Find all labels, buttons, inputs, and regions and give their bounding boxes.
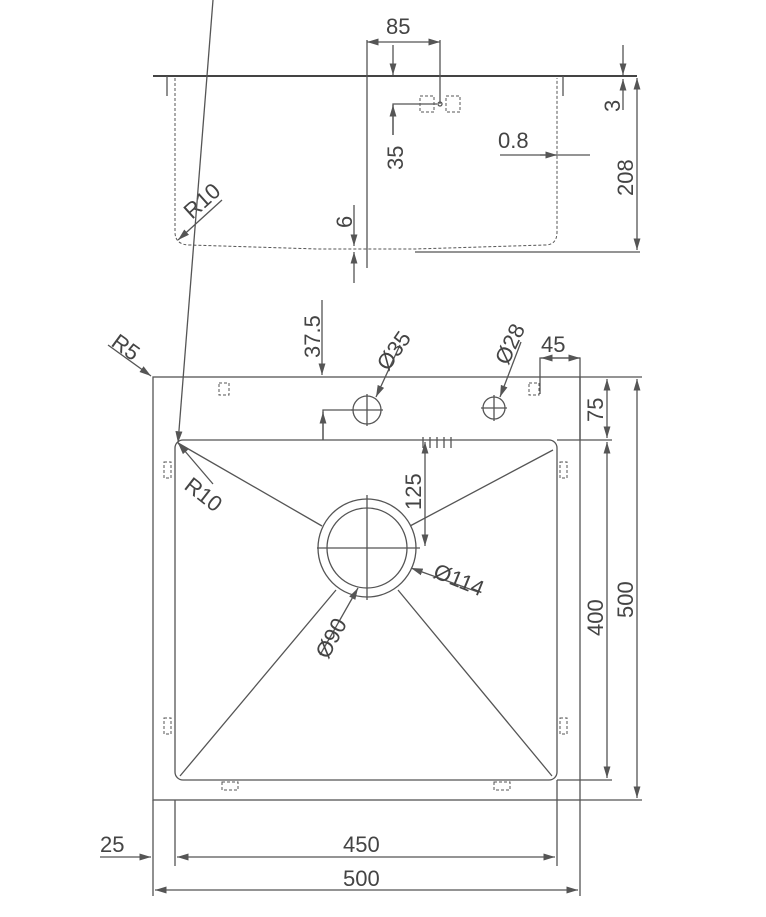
bowl-profile [174, 78, 558, 250]
dim-400: 400 [583, 599, 608, 636]
dim-6: 6 [332, 216, 357, 228]
dim-0-8: 0.8 [498, 128, 529, 153]
overflow-icon [419, 95, 461, 113]
dim-25: 25 [100, 832, 124, 857]
dim-dia-90: Ø90 [310, 614, 352, 662]
dim-r10-plan: R10 [180, 472, 227, 517]
dim-500-vertical: 500 [613, 581, 638, 618]
dim-37-5: 37.5 [300, 315, 325, 358]
dim-dia-114: Ø114 [430, 558, 488, 601]
dim-3: 3 [600, 100, 625, 112]
dim-r5: R5 [107, 329, 144, 366]
deck-outline [152, 376, 581, 801]
dim-45: 45 [541, 332, 565, 357]
dim-500-horizontal: 500 [343, 866, 380, 891]
dim-85: 85 [386, 14, 410, 39]
dim-r10-side: R10 [179, 178, 226, 224]
side-view: 85 35 0.8 3 208 R10 6 [153, 14, 641, 283]
dim-450: 450 [343, 832, 380, 857]
dim-dia-28: Ø28 [490, 320, 530, 368]
dim-dia-35: Ø35 [372, 326, 416, 374]
dim-35: 35 [383, 146, 408, 170]
bowl-outline [174, 439, 558, 781]
dim-208: 208 [613, 159, 638, 196]
mounting-clips [163, 382, 568, 791]
dim-75: 75 [583, 398, 608, 422]
dim-125: 125 [401, 473, 426, 510]
plan-view: 37.5 R5 Ø35 Ø28 45 75 400 500 125 R10 Ø1… [100, 0, 642, 896]
